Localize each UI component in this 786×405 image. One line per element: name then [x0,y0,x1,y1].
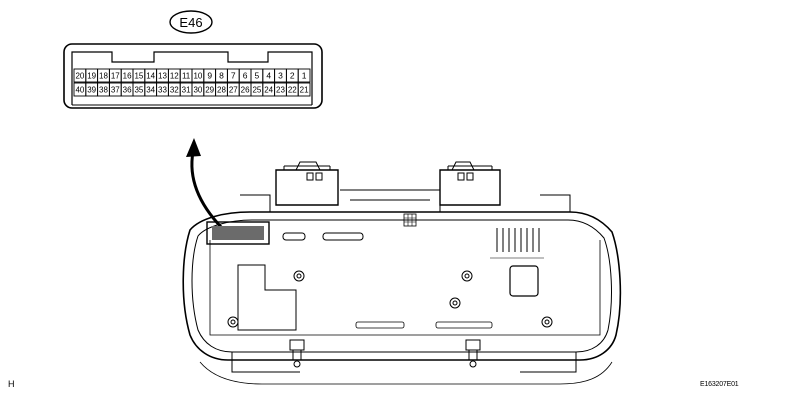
pin-number-label: 1 [302,71,307,81]
cluster-lower-lip [231,352,577,373]
slot-hole-4 [435,321,493,329]
pin-number-label: 40 [75,86,84,95]
pin-number-label: 21 [300,86,309,95]
pin-number-label: 14 [146,72,155,81]
pin-number-label: 33 [158,86,167,95]
pin-number-label: 32 [170,86,179,95]
cluster-outer-shell [182,211,622,361]
bottom-posts [289,339,481,368]
instrument-cluster [182,161,622,385]
pin-number-label: 24 [264,86,273,95]
cluster-bottom-flange [199,361,613,385]
pin-number-label: 34 [146,86,155,95]
pin-number-label: 11 [182,72,191,81]
pin-number-label: 13 [158,72,167,81]
pin-number-label: 17 [111,72,120,81]
connector-outer-housing [63,43,323,109]
pin-number-label: 30 [193,86,202,95]
pin-cell [297,68,311,83]
pin-number-label: 26 [241,86,250,95]
code-ellipse [169,10,213,34]
pin-number-label: 4 [266,71,271,81]
pin-number-label: 22 [288,86,297,95]
connector-code-callout: E46 [169,10,213,34]
pin-number-label: 15 [134,72,143,81]
pin-number-label: 38 [99,86,108,95]
pin-cell [297,82,311,97]
cutout-right [509,265,539,297]
cluster-top-ribs [240,189,571,212]
pointer-arrow [186,138,224,230]
pin-number-label: 6 [243,71,248,81]
pin-number-label: 2 [290,71,295,81]
pin-number-label: 23 [276,86,285,95]
pin-number-label: 3 [278,71,283,81]
pin-number-label: 27 [229,86,238,95]
arrow-shaft [190,151,224,230]
pin-number-label: 18 [99,72,108,81]
pin-number-label: 16 [123,72,132,81]
pin-number-label: 28 [217,86,226,95]
pin-number-label: 35 [134,86,143,95]
pin-number-label: 25 [252,86,261,95]
connector-inner-profile [71,51,313,105]
pin-number-label: 10 [193,72,202,81]
vent-slots [490,228,544,259]
grid-pad [403,213,417,227]
arrow-head [186,138,201,157]
top-mount-left [275,161,339,206]
pin-number-label: 8 [219,71,224,81]
pin-number-label: 5 [255,71,260,81]
cutout-left [237,264,297,331]
pin-number-label: 12 [170,72,179,81]
cluster-connector-receptacle [206,221,270,245]
pin-number-label: 36 [123,86,132,95]
pin-number-label: 39 [87,86,96,95]
screw-bosses [227,270,553,328]
pin-number-label: 20 [75,72,84,81]
pin-number-label: 31 [182,86,191,95]
connector-code-label: E46 [179,15,202,30]
slot-hole-1 [282,232,306,241]
cluster-inner-shell [191,219,612,353]
figure-corner-mark: H [8,379,15,389]
slot-hole-3 [355,321,405,329]
pin-number-label: 19 [87,72,96,81]
pin-number-label: 37 [111,86,120,95]
figure-id: E163207E01 [700,381,739,388]
pin-number-label: 29 [205,86,214,95]
slot-hole-2 [322,232,364,241]
top-mount-right [439,161,501,206]
cluster-back-plate [209,240,601,336]
pin-number-label: 7 [231,71,236,81]
pin-number-label: 9 [207,71,212,81]
